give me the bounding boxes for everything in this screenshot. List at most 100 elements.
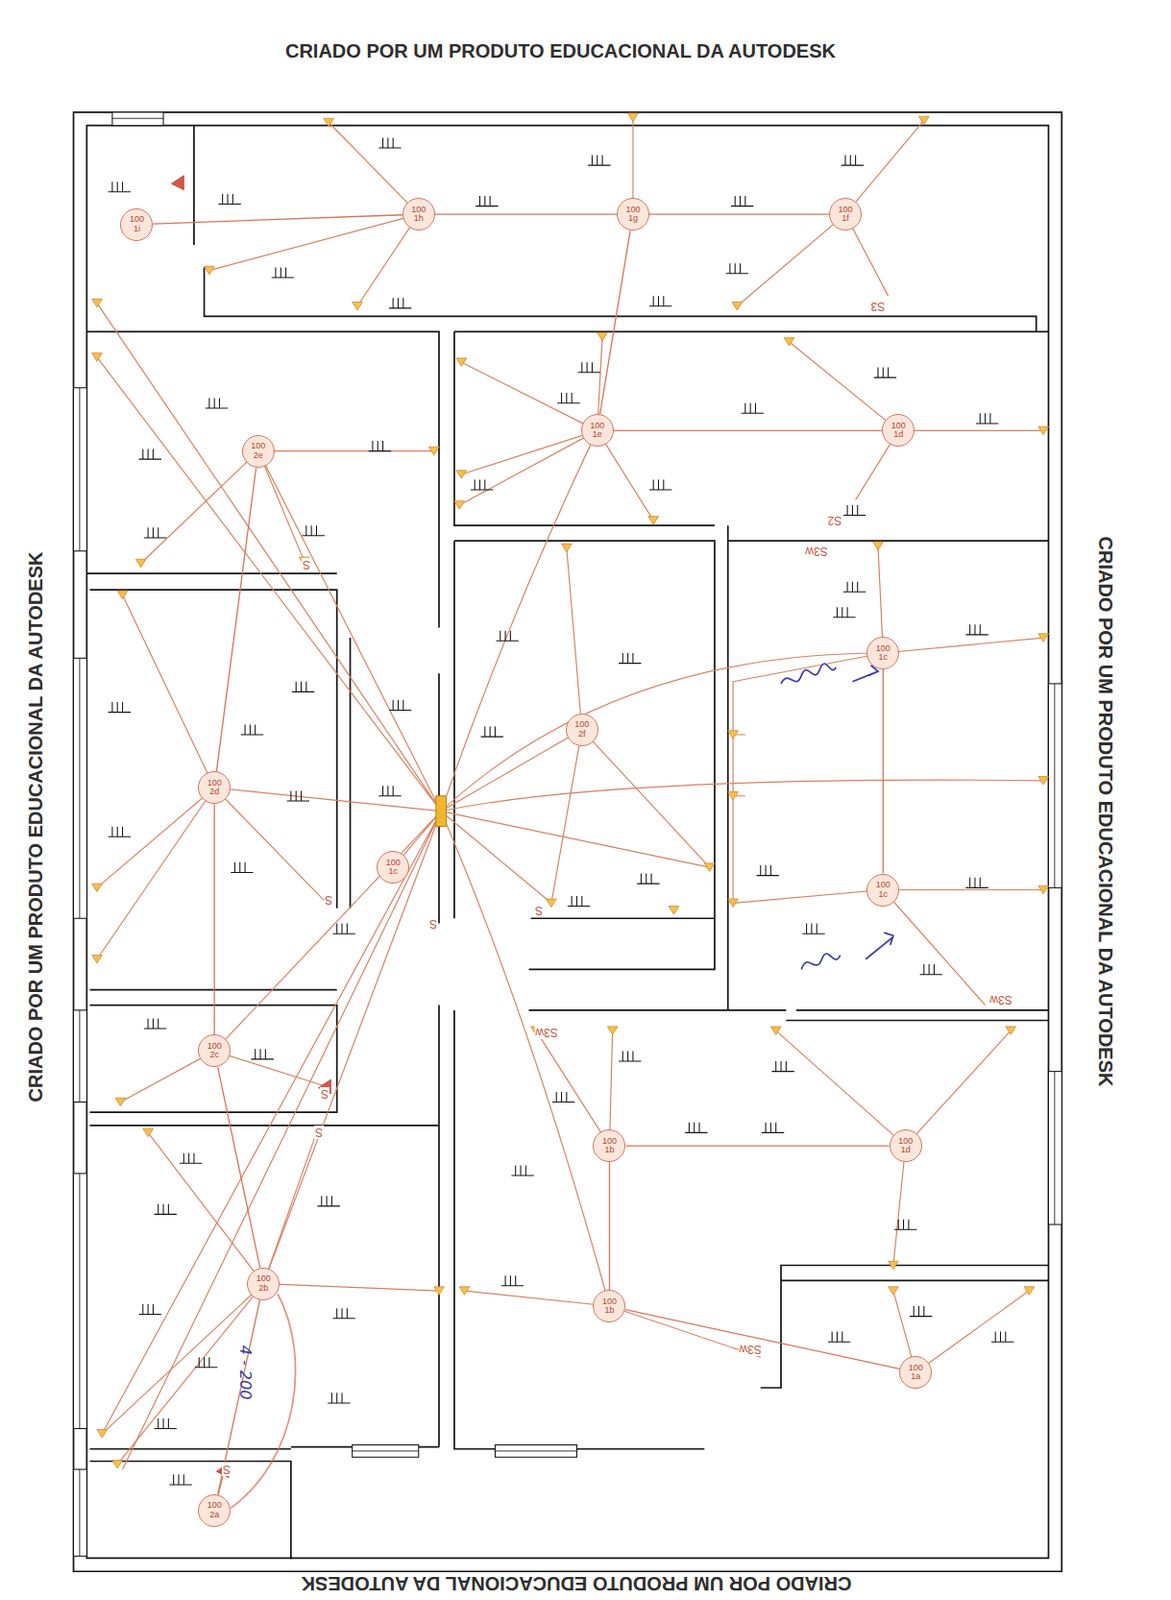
- watermark-text: CRIADO POR UM PRODUTO EDUCACIONAL DA AUT…: [300, 1571, 854, 1594]
- power-rating: 100: [837, 205, 853, 215]
- window: [112, 112, 164, 126]
- light-fixture: 1002f: [565, 713, 599, 747]
- distribution-panel: [436, 796, 447, 828]
- circuit-wire: [613, 430, 883, 432]
- handwritten-note: 4 - 200: [236, 1344, 255, 1402]
- circuit-wire: [152, 215, 402, 224]
- wall-lines: [73, 112, 1063, 1572]
- switch-label: S: [428, 917, 439, 931]
- switch-label: S3w: [534, 1025, 559, 1040]
- circuit-id: 1i: [133, 224, 141, 234]
- light-fixture: 1001e: [581, 414, 614, 447]
- circuit-id: 1g: [628, 214, 638, 223]
- light-fixture: 1001i: [120, 208, 153, 242]
- power-rating: 100: [602, 1297, 617, 1307]
- circuit-id: 1f: [841, 214, 850, 223]
- circuit-id: 1b: [604, 1146, 614, 1155]
- light-fixture: 1002a: [197, 1494, 231, 1528]
- window: [73, 1010, 88, 1103]
- light-fixture: 1001c: [866, 636, 900, 670]
- window: [73, 388, 88, 552]
- light-fixture: 1001b: [592, 1290, 626, 1323]
- light-fixture: 1001f: [829, 197, 862, 231]
- circuit-id: 1d: [893, 430, 903, 440]
- circuit-wire: [218, 1067, 261, 1269]
- window: [1048, 683, 1062, 889]
- circuit-id: 1h: [414, 214, 424, 223]
- power-rating: 100: [876, 880, 891, 890]
- light-fixture: 1002c: [197, 1034, 231, 1068]
- power-rating: 100: [411, 205, 426, 215]
- circuit-id: 2b: [258, 1284, 269, 1293]
- fixture-wires: [97, 117, 1044, 1511]
- light-fixture: 1002e: [242, 435, 275, 468]
- switch-label: S: [319, 1087, 330, 1101]
- power-rating: 100: [625, 205, 640, 215]
- switch-label: S3: [870, 299, 887, 314]
- circuit-wire: [882, 669, 884, 875]
- watermark-text: CRIADO POR UM PRODUTO EDUCACIONAL DA AUT…: [284, 40, 837, 63]
- switch-label: S: [323, 893, 334, 907]
- circuit-wire: [218, 1299, 261, 1495]
- circuit-wire: [435, 213, 617, 215]
- switch-label: S3w: [988, 993, 1013, 1007]
- panel-wires: [97, 303, 1044, 1470]
- circuit-id: 1c: [878, 890, 889, 900]
- power-rating: 100: [129, 215, 145, 224]
- light-fixture: 1001b: [592, 1129, 626, 1163]
- circuit-id: 1e: [592, 430, 603, 440]
- window-mullions: [79, 118, 1055, 1557]
- circuit-wire: [625, 1310, 901, 1370]
- window: [73, 658, 88, 919]
- handwritten-wire: [230, 1293, 295, 1509]
- power-rating: 100: [876, 644, 891, 654]
- switch-symbols: [171, 175, 332, 1479]
- power-rating: 100: [602, 1137, 617, 1147]
- power-rating: 100: [207, 1501, 222, 1511]
- circuit-id: 1c: [878, 653, 889, 662]
- window: [1048, 1072, 1062, 1225]
- light-fixture: 1001d: [889, 1129, 923, 1163]
- watermark-text: CRIADO POR UM PRODUTO EDUCACIONAL DA AUT…: [1093, 535, 1116, 1088]
- power-rating: 100: [207, 779, 222, 788]
- circuit-id: 1d: [901, 1146, 911, 1155]
- power-rating: 100: [589, 421, 605, 431]
- circuit-id: 2a: [209, 1511, 220, 1520]
- switch-label: S: [221, 1463, 232, 1477]
- window: [73, 1469, 88, 1557]
- circuit-id: 2c: [209, 1050, 220, 1060]
- power-rating: 100: [908, 1364, 924, 1373]
- circuit-id: 2d: [209, 787, 220, 797]
- circuit-wire: [216, 466, 256, 772]
- windows: [73, 112, 1063, 1557]
- switch-label: S3w: [737, 1342, 762, 1357]
- power-rating: 100: [207, 1042, 222, 1051]
- watermark-text: CRIADO POR UM PRODUTO EDUCACIONAL DA AUT…: [24, 550, 48, 1103]
- circuit-wire: [625, 1146, 889, 1147]
- light-fixture: 1001d: [881, 414, 915, 447]
- power-rating: 100: [256, 1274, 271, 1284]
- light-fixture: 1001a: [899, 1356, 932, 1390]
- light-fixture: 1002b: [246, 1268, 280, 1301]
- switch-label: S2: [827, 513, 844, 528]
- power-rating: 100: [250, 441, 266, 451]
- light-fixture: 1001g: [616, 197, 650, 231]
- switch-label: S3w: [805, 544, 830, 559]
- window: [73, 1173, 88, 1430]
- power-rating: 100: [386, 858, 401, 868]
- light-fixture: 1001c: [866, 874, 900, 907]
- circuit-id: 2e: [253, 451, 264, 461]
- circuit-wire: [649, 213, 830, 215]
- circuit-wire: [609, 1162, 610, 1291]
- circuit-wire: [599, 230, 631, 415]
- switch-label: S: [301, 558, 312, 572]
- conductor-ticks: [108, 137, 1015, 1486]
- switch-label: S: [314, 1125, 324, 1140]
- power-rating: 100: [891, 421, 906, 431]
- circuit-id: 1a: [910, 1372, 921, 1382]
- circuit-id: 1c: [388, 867, 398, 877]
- power-rating: 100: [574, 720, 589, 730]
- power-rating: 100: [898, 1137, 913, 1147]
